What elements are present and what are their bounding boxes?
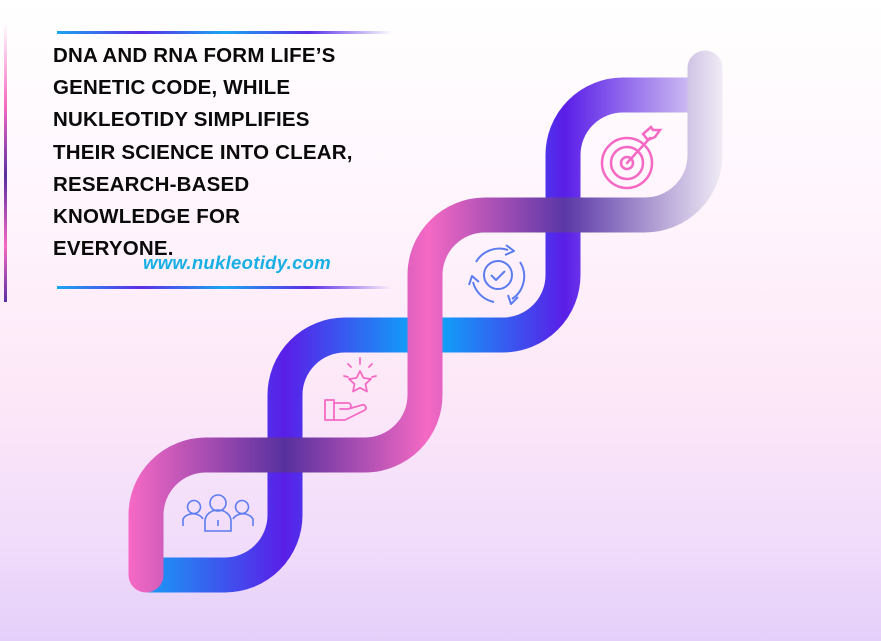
cycle-check-icon [468,244,526,305]
target-icon [600,125,663,190]
top-accent-line [57,31,392,34]
headline: DNA AND RNA FORM LIFE’S GENETIC CODE, WH… [53,44,353,261]
pink-strand [128,50,723,593]
website-link[interactable]: www.nukleotidy.com [143,252,332,273]
left-accent-line [4,22,7,302]
bottom-accent-line [57,286,392,289]
people-icon [182,494,254,532]
hand-star-icon [324,357,377,421]
